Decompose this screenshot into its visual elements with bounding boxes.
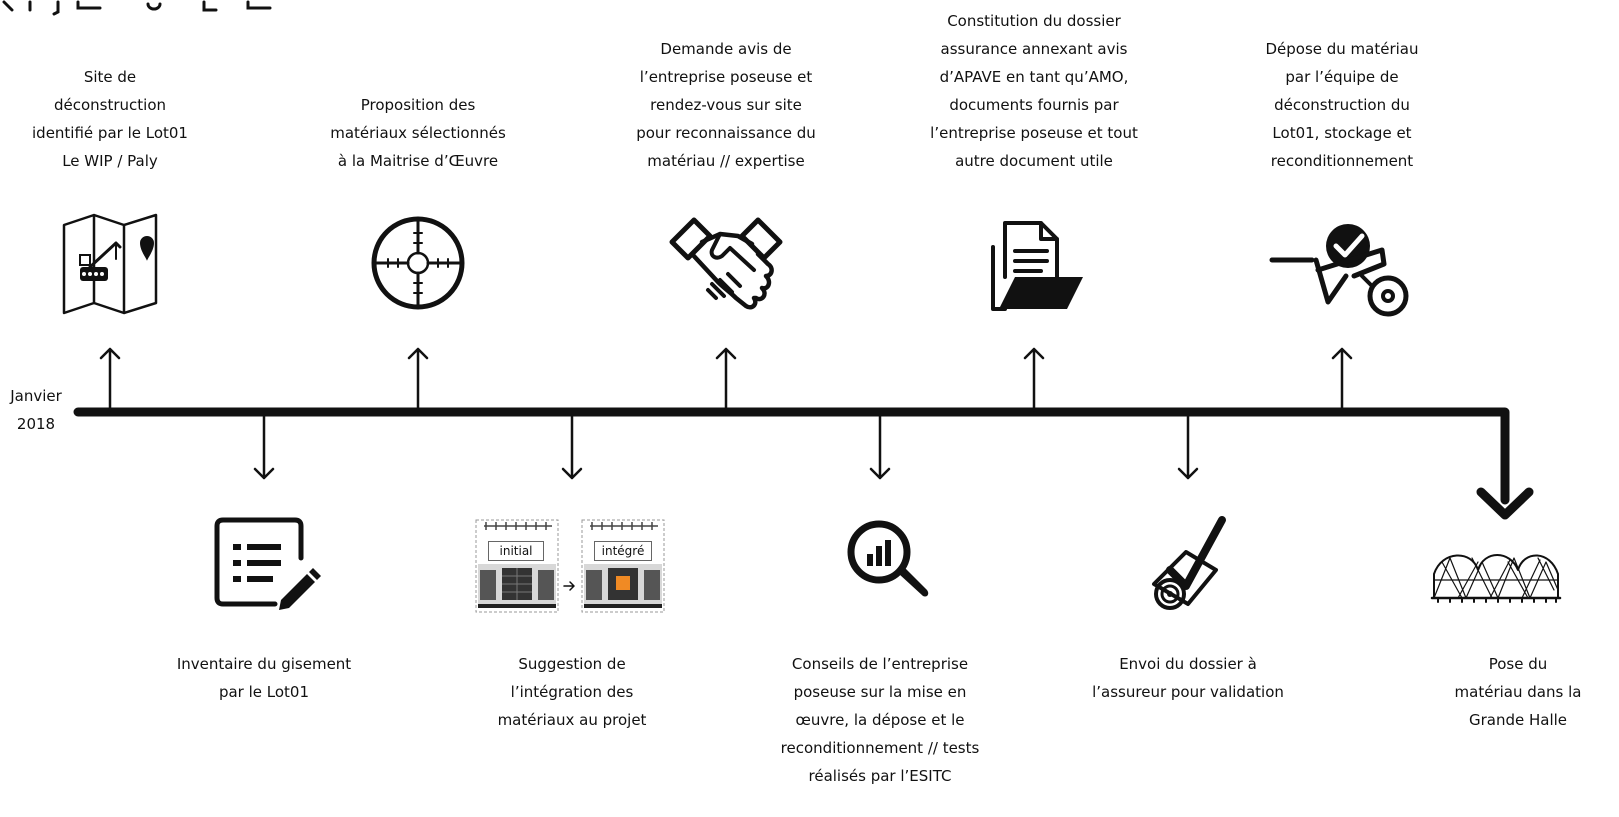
facade-integrated-label: intégré bbox=[594, 541, 652, 561]
up-arrow-5 bbox=[1331, 347, 1353, 412]
step-label-materials-proposal: Proposition des matériaux sélectionnés à… bbox=[330, 96, 506, 170]
step-label-insurance-file: Constitution du dossier assurance annexa… bbox=[930, 12, 1138, 170]
hall-roof-icon bbox=[1430, 554, 1562, 603]
down-arrow-2 bbox=[561, 414, 583, 480]
cropped-header-fragment bbox=[2, 0, 272, 16]
step-label-inventory: Inventaire du gisement par le Lot01 bbox=[176, 655, 352, 701]
facade-initial-image bbox=[475, 519, 559, 613]
map-crane-icon bbox=[62, 213, 158, 315]
wheelbarrow-check-icon bbox=[1269, 224, 1409, 317]
down-arrow-1 bbox=[253, 414, 275, 480]
step-label-send-to-insurer: Envoi du dossier à l’assureur pour valid… bbox=[1092, 655, 1284, 701]
roll-check-icon bbox=[1152, 516, 1226, 610]
up-arrow-1 bbox=[99, 347, 121, 412]
list-edit-icon bbox=[214, 517, 321, 610]
step-label-installation: Pose du matériau dans la Grande Halle bbox=[1454, 655, 1582, 729]
down-arrow-3 bbox=[869, 414, 891, 480]
step-label-contractor-advice: Conseils de l’entreprise poseuse sur la … bbox=[780, 655, 980, 785]
document-folder-icon bbox=[991, 221, 1083, 311]
timeline-bar bbox=[73, 407, 1510, 505]
magnifier-chart-icon bbox=[847, 520, 929, 597]
step-label-expert-visit: Demande avis de l’entreprise poseuse et … bbox=[636, 40, 816, 170]
up-arrow-2 bbox=[407, 347, 429, 412]
up-arrow-4 bbox=[1023, 347, 1045, 412]
handshake-icon bbox=[669, 217, 783, 310]
facade-initial-label: initial bbox=[488, 541, 544, 561]
step-label-site-identification: Site de déconstruction identifié par le … bbox=[32, 68, 188, 170]
timeline-start-label: Janvier 2018 bbox=[10, 387, 62, 433]
facade-integrated-image bbox=[581, 519, 665, 613]
step-label-integration-suggestion: Suggestion de l’intégration des matériau… bbox=[497, 655, 647, 729]
step-label-removal-storage: Dépose du matériau par l’équipe de décon… bbox=[1265, 40, 1419, 170]
crosshair-icon bbox=[371, 216, 465, 310]
down-arrow-4 bbox=[1177, 414, 1199, 480]
facade-integration-icon bbox=[475, 519, 665, 613]
timeline-end-arrowhead bbox=[1476, 487, 1534, 520]
up-arrow-3 bbox=[715, 347, 737, 412]
